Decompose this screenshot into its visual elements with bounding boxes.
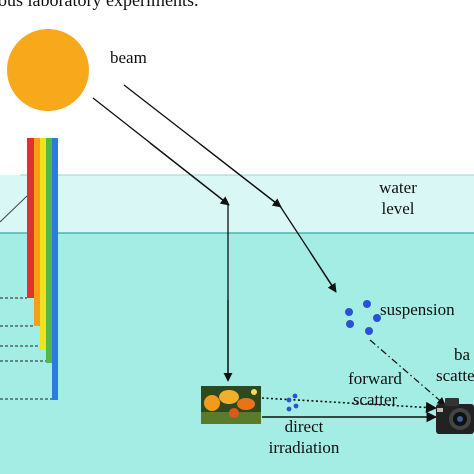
spectrum-bar-orange [34,138,40,326]
camera-icon [436,398,474,434]
direct-irradiation-label-line1: direct [284,417,324,436]
spectrum-bar-blue [52,138,58,400]
particle [292,393,298,399]
particle [346,320,354,328]
particle [345,308,353,316]
fish-image [201,386,261,424]
particle [286,397,292,403]
spectrum-bars [27,138,58,400]
particle [373,314,381,322]
forward-scatter-label-line1: forward [348,369,402,388]
left-edge-line [0,195,28,223]
suspension-particles [345,300,381,335]
back-scatter-label-line2: scatte [436,366,474,385]
back-scatter-line [369,339,446,406]
beam-arrow-4 [309,251,337,293]
beam-arrow-1 [149,142,230,206]
beam-arrow-3 [199,143,282,208]
suspension-label: suspension [380,300,455,319]
small-particles [286,393,299,412]
back-scatter-label-line1: ba [454,345,471,364]
direct-irradiation-label: direct irradiation [256,417,352,457]
sun-icon [7,29,89,111]
water-level-label: water level [370,178,426,218]
back-scatter-label: ba scatte [436,345,474,385]
forward-scatter-line [261,397,438,414]
spectrum-bar-yellow [40,138,46,350]
beam-label: beam [110,48,147,67]
depth-lines [0,297,52,400]
forward-scatter-label-line2: scatter [352,390,398,409]
particle [286,406,292,412]
spectrum-bar-red [27,138,34,298]
forward-scatter-label: forward scatter [336,369,414,409]
particle [363,300,371,308]
water-level-label-line1: water [379,178,417,197]
water-level-label-line2: level [381,199,415,218]
particle [293,403,299,409]
particle [365,327,373,335]
direct-irradiation-label-line2: irradiation [268,438,340,457]
spectrum-bar-green [46,138,52,363]
header-text: ous laboratory experiments. [0,0,199,10]
air-band [0,175,474,233]
water-body [0,233,474,474]
